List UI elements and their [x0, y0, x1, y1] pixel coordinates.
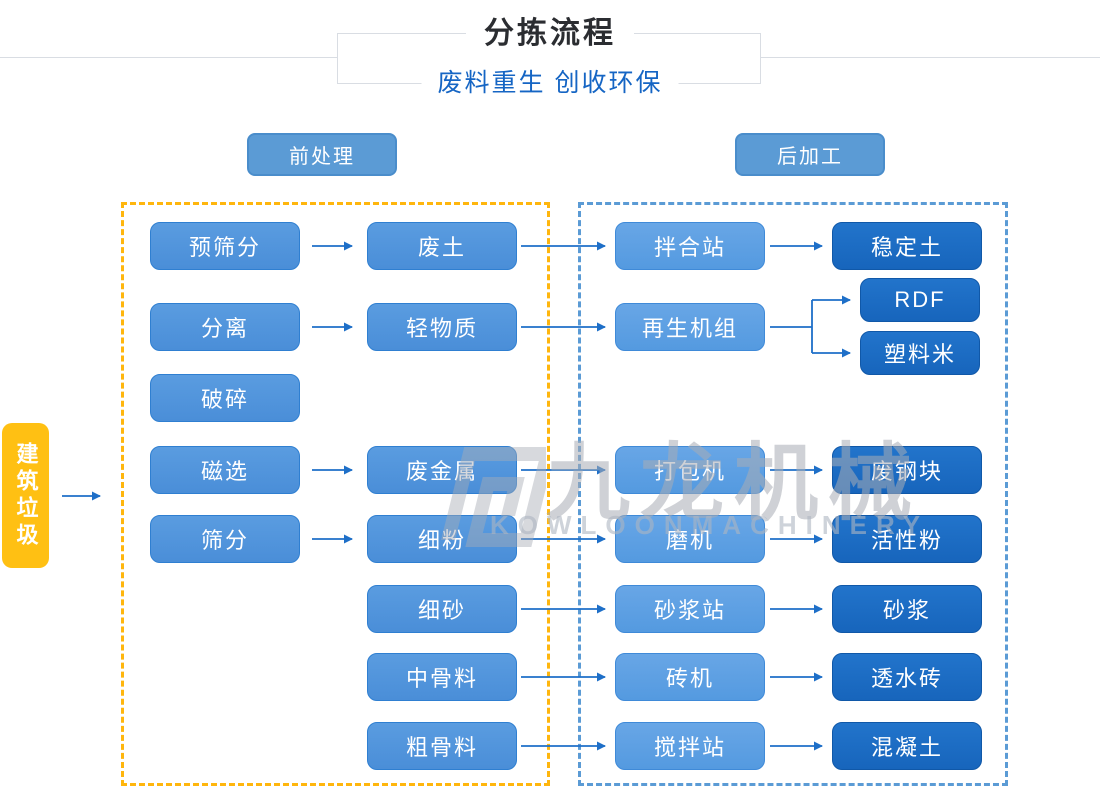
node-concrete: 混凝土: [832, 722, 982, 770]
node-scrap-metal: 废金属: [367, 446, 517, 494]
node-brick-machine: 砖机: [615, 653, 765, 701]
pre-processing-region: [121, 202, 550, 786]
node-plastic-pellets: 塑料米: [860, 331, 980, 375]
node-medium-aggregate: 中骨料: [367, 653, 517, 701]
node-separation: 分离: [150, 303, 300, 351]
source-node-construction-waste: 建筑垃圾: [2, 423, 49, 568]
node-screening: 筛分: [150, 515, 300, 563]
page-title: 分拣流程: [466, 16, 634, 52]
node-scrap-steel-block: 废钢块: [832, 446, 982, 494]
node-mortar: 砂浆: [832, 585, 982, 633]
node-fine-powder: 细粉: [367, 515, 517, 563]
node-crushing: 破碎: [150, 374, 300, 422]
section-header-pre-processing: 前处理: [247, 133, 397, 176]
post-processing-region: [578, 202, 1008, 786]
node-coarse-aggregate: 粗骨料: [367, 722, 517, 770]
node-stabilized-soil: 稳定土: [832, 222, 982, 270]
node-permeable-brick: 透水砖: [832, 653, 982, 701]
node-fine-sand: 细砂: [367, 585, 517, 633]
node-rdf: RDF: [860, 278, 980, 322]
node-mortar-station: 砂浆站: [615, 585, 765, 633]
node-mill: 磨机: [615, 515, 765, 563]
node-magnetic-separation: 磁选: [150, 446, 300, 494]
section-header-post-processing: 后加工: [735, 133, 885, 176]
node-concrete-mixing-station: 搅拌站: [615, 722, 765, 770]
node-regeneration-unit: 再生机组: [615, 303, 765, 351]
node-waste-soil: 废土: [367, 222, 517, 270]
node-active-powder: 活性粉: [832, 515, 982, 563]
node-pre-screening: 预筛分: [150, 222, 300, 270]
page-subtitle: 废料重生 创收环保: [421, 67, 679, 100]
node-baler: 打包机: [615, 446, 765, 494]
node-mixing-plant: 拌合站: [615, 222, 765, 270]
node-light-material: 轻物质: [367, 303, 517, 351]
